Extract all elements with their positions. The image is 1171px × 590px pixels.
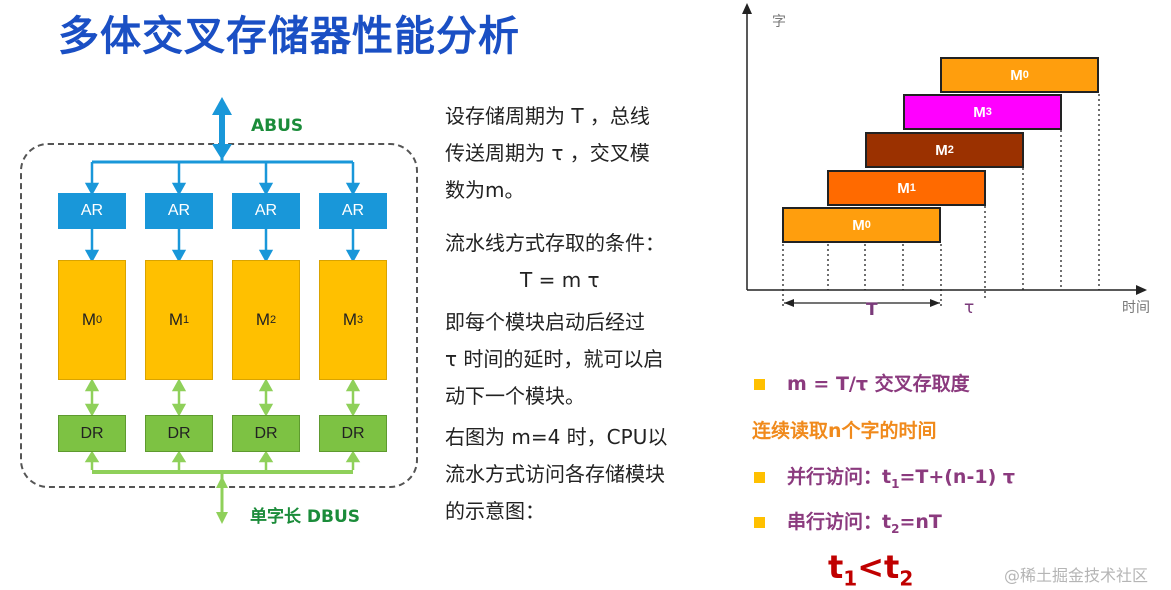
T-label: T bbox=[866, 300, 878, 320]
ar-register-2: AR bbox=[232, 193, 300, 229]
dbus-arrow-down bbox=[216, 512, 228, 524]
page-title: 多体交叉存储器性能分析 bbox=[58, 12, 520, 60]
desc-line-6: 即每个模块启动后经过 bbox=[445, 310, 645, 334]
bullet-interleave-degree: m = T/τ 交叉存取度 bbox=[754, 369, 970, 396]
dr-register-0: DR bbox=[58, 415, 126, 452]
desc-line-8: 动下一个模块。 bbox=[445, 384, 585, 408]
bullet-parallel-access: 并行访问：t1=T+(n-1) τ bbox=[754, 462, 1015, 491]
bullet-square-icon bbox=[754, 472, 765, 483]
desc-line-1: 设存储周期为 T ，总线 bbox=[445, 104, 650, 128]
bullet-square-icon bbox=[754, 517, 765, 528]
ar-register-1: AR bbox=[145, 193, 213, 229]
watermark: @稀土掘金技术社区 bbox=[1004, 566, 1149, 585]
timing-axes bbox=[742, 3, 1147, 308]
desc-line-9: 右图为 m=4 时，CPU以 bbox=[445, 425, 668, 449]
x-axis-label: 时间 bbox=[1122, 300, 1150, 316]
bullet-serial-access: 串行访问：t2=nT bbox=[754, 507, 942, 536]
ar-register-0: AR bbox=[58, 193, 126, 229]
abus-arrow-up bbox=[212, 97, 232, 115]
pipeline-condition-formula: T = m τ bbox=[520, 268, 600, 292]
dr-register-3: DR bbox=[319, 415, 387, 452]
dbus-label: 单字长 DBUS bbox=[250, 507, 361, 527]
desc-line-11: 的示意图： bbox=[445, 499, 545, 523]
dr-register-2: DR bbox=[232, 415, 300, 452]
continuous-read-heading: 连续读取n个字的时间 bbox=[752, 420, 937, 442]
desc-line-7: τ 时间的延时，就可以启 bbox=[445, 347, 664, 371]
dr-register-1: DR bbox=[145, 415, 213, 452]
desc-line-3: 数为m。 bbox=[445, 178, 525, 202]
ar-register-3: AR bbox=[319, 193, 387, 229]
desc-line-10: 流水方式访问各存储模块 bbox=[445, 462, 665, 486]
abus-arrow-down bbox=[212, 144, 232, 160]
desc-line-2: 传送周期为 τ ，交叉模 bbox=[445, 141, 650, 165]
desc-line-4: 流水线方式存取的条件： bbox=[445, 231, 665, 255]
abus-label: ABUS bbox=[251, 116, 304, 136]
bus-lines bbox=[84, 97, 361, 524]
conclusion-formula: t1<t2 bbox=[828, 548, 914, 590]
bullet-square-icon bbox=[754, 379, 765, 390]
y-axis-label: 字 bbox=[772, 14, 786, 30]
tau-label: τ bbox=[964, 298, 975, 318]
